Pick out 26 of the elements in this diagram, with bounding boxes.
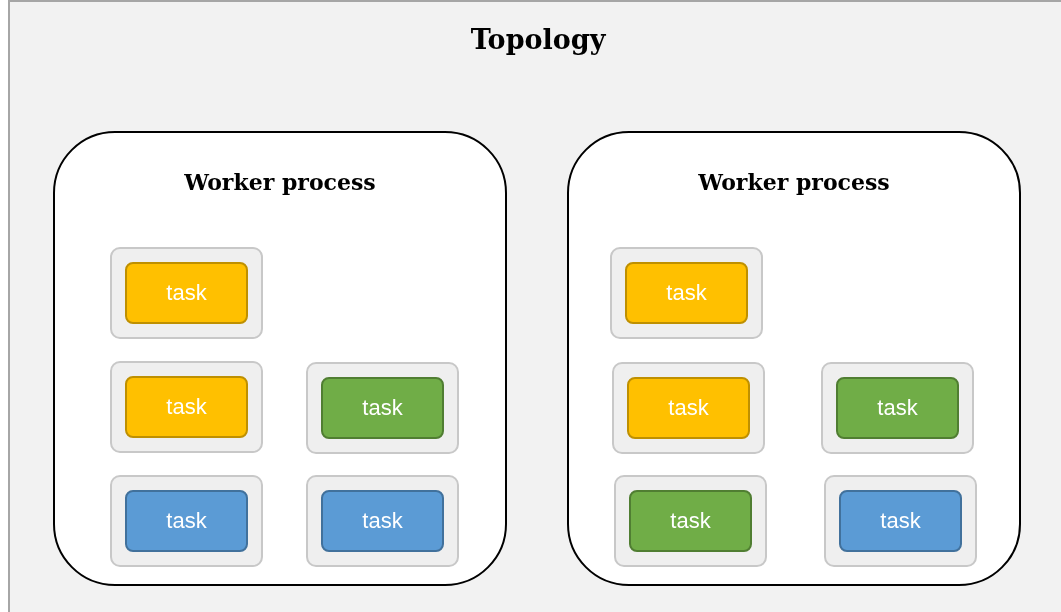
- worker-process-box: [567, 131, 1021, 586]
- task-box: task: [627, 377, 750, 439]
- task-box: task: [839, 490, 962, 552]
- task-box: task: [625, 262, 748, 324]
- task-box: task: [125, 262, 248, 324]
- box-title: Worker process: [184, 169, 376, 195]
- executor-box: [306, 475, 459, 567]
- task-box: task: [125, 490, 248, 552]
- task-box: task: [321, 377, 444, 439]
- executor-box: [306, 362, 459, 454]
- task-box: task: [836, 377, 959, 439]
- executor-box: [821, 362, 974, 454]
- executor-box: [110, 361, 263, 453]
- task-box: task: [629, 490, 752, 552]
- executor-box: [110, 247, 263, 339]
- executor-box: [614, 475, 767, 567]
- executor-box: [824, 475, 977, 567]
- topology-panel: [8, 0, 1061, 612]
- task-box: task: [125, 376, 248, 438]
- box-title: Worker process: [698, 169, 890, 195]
- executor-box: [610, 247, 763, 339]
- executor-box: [110, 475, 263, 567]
- panel-title: Topology: [470, 24, 606, 55]
- task-box: task: [321, 490, 444, 552]
- worker-process-box: [53, 131, 507, 586]
- executor-box: [612, 362, 765, 454]
